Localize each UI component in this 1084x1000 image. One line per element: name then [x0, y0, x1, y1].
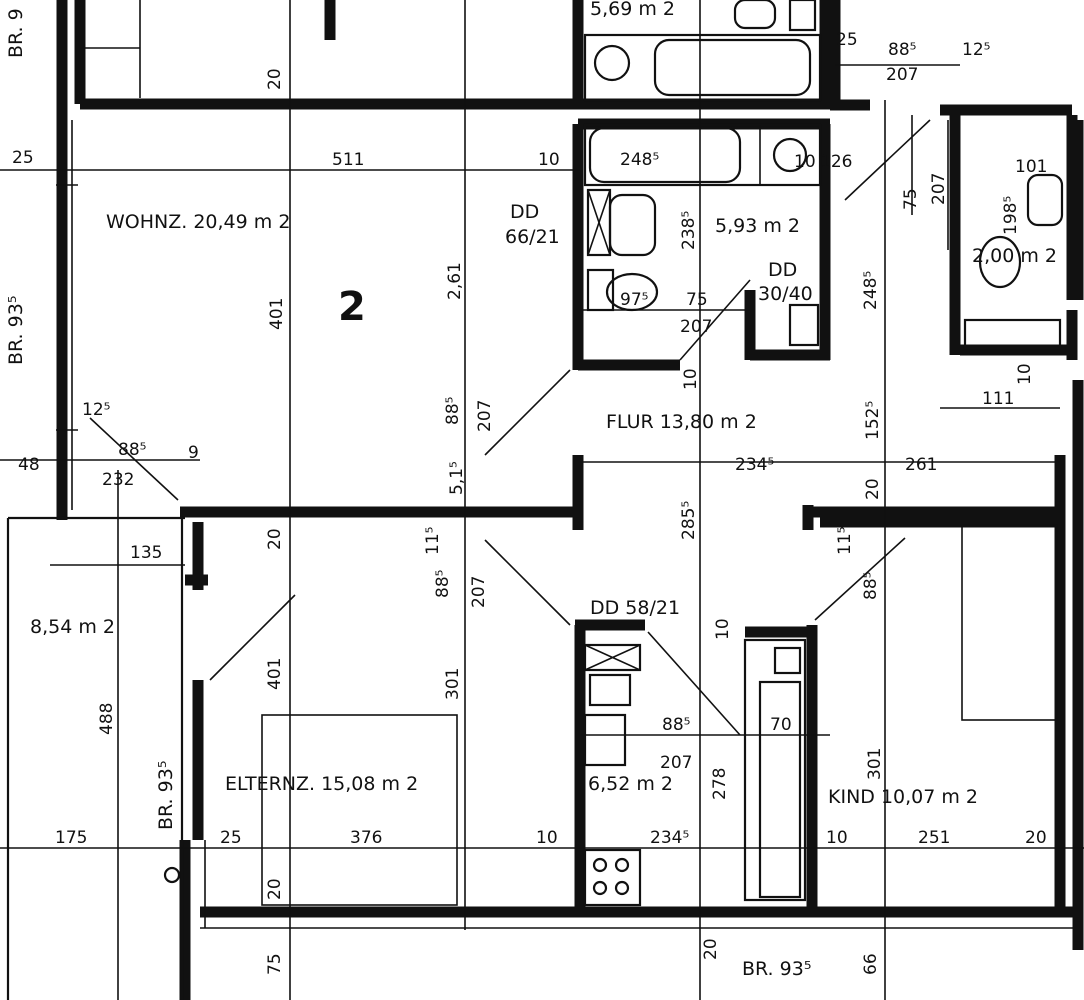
- door-wohnz-label: DD: [510, 201, 539, 223]
- room-kueche-label: 6,52 m 2: [588, 773, 673, 795]
- dim-label: 20: [1025, 828, 1047, 848]
- dim-label: 10: [826, 828, 848, 848]
- dim-label: 248⁵: [620, 150, 659, 170]
- dim-label: 301: [443, 668, 463, 700]
- room-balkon-label: 8,54 m 2: [30, 616, 115, 638]
- dim-label: 261: [905, 455, 937, 475]
- dim-label: 11⁵: [423, 527, 443, 555]
- dim-label: 88⁵: [861, 572, 881, 600]
- room-labels: 2 WOHNZ. 20,49 m 2 FLUR 13,80 m 2 ELTERN…: [30, 0, 1057, 808]
- dim-label: 20: [863, 478, 883, 500]
- dim-label: 10: [538, 150, 560, 170]
- dim-label: 75: [686, 290, 708, 310]
- dim-label: 66: [861, 953, 881, 975]
- dim-label: 10: [1015, 363, 1035, 385]
- dim-label: 401: [265, 658, 285, 690]
- door-kueche-label: DD 58/21: [590, 597, 680, 619]
- room-kind-label: KIND 10,07 m 2: [828, 786, 978, 808]
- dim-label: 88⁵: [662, 715, 690, 735]
- room-bad-label: 5,93 m 2: [715, 215, 800, 237]
- room-elternz-label: ELTERNZ. 15,08 m 2: [225, 773, 418, 795]
- dim-label: 238⁵: [679, 211, 699, 250]
- dim-label: 234⁵: [735, 455, 774, 475]
- dim-label: 207: [929, 173, 949, 205]
- walls: [6, 0, 1084, 1000]
- dim-label: 75: [265, 953, 285, 975]
- dim-label: 10: [681, 368, 701, 390]
- door-bad-size: 30/40: [758, 283, 813, 305]
- dim-label: 135: [130, 543, 162, 563]
- dim-label: 5,1⁵: [447, 461, 467, 495]
- room-bad-right-label: 2,00 m 2: [972, 245, 1057, 267]
- dim-label: 111: [982, 389, 1014, 409]
- unit-number: 2: [338, 284, 366, 330]
- dim-label: 9: [188, 443, 199, 463]
- dim-label: 376: [350, 828, 382, 848]
- dim-label: 25: [220, 828, 242, 848]
- dim-label: 97⁵: [620, 290, 648, 310]
- dim-label: 207: [680, 317, 712, 337]
- dim-label: 70: [770, 715, 792, 735]
- dim-label: 12⁵: [962, 40, 990, 60]
- dim-label: 511: [332, 150, 364, 170]
- br-bottom-label: BR. 93⁵: [742, 958, 811, 980]
- room-flur-label: FLUR 13,80 m 2: [606, 411, 757, 433]
- dim-label: 152⁵: [863, 401, 883, 440]
- dim-label: 278: [710, 768, 730, 800]
- dim-label: 234⁵: [650, 828, 689, 848]
- room-bad-top-label: 5,69 m 2: [590, 0, 675, 20]
- dim-label: 401: [267, 298, 287, 330]
- dim-label: 285⁵: [679, 501, 699, 540]
- dim-label: 10: [536, 828, 558, 848]
- dim-label: 10: [713, 618, 733, 640]
- fixtures: [89, 0, 1064, 907]
- br-labels: BR. 9 BR. 93⁵ BR. 93⁵ BR. 93⁵: [5, 8, 811, 980]
- dim-label: 88⁵: [888, 40, 916, 60]
- dim-label: 20: [265, 878, 285, 900]
- dim-label: 12⁵: [82, 400, 110, 420]
- dim-label: 175: [55, 828, 87, 848]
- dim-label: 488: [97, 703, 117, 735]
- dim-label: 75: [901, 188, 921, 210]
- dim-label: 20: [265, 68, 285, 90]
- dim-label: 20: [701, 938, 721, 960]
- dim-label: 126: [820, 152, 852, 172]
- br-left-label: BR. 93⁵: [5, 296, 27, 365]
- br-top-label: BR. 9: [5, 8, 27, 58]
- dim-label: 251: [918, 828, 950, 848]
- door-wohnz-size: 66/21: [505, 226, 560, 248]
- dim-label: 301: [865, 748, 885, 780]
- dim-label: 20: [265, 528, 285, 550]
- dim-label: 88⁵: [433, 570, 453, 598]
- dim-label: 88⁵: [118, 440, 146, 460]
- dim-label: 88⁵: [443, 397, 463, 425]
- dim-label: 25: [836, 30, 858, 50]
- dim-label: 207: [469, 576, 489, 608]
- door-bad-label: DD: [768, 259, 797, 281]
- dim-label: 232: [102, 470, 134, 490]
- dim-label: 207: [475, 400, 495, 432]
- dim-label: 48: [18, 455, 40, 475]
- room-wohnz-label: WOHNZ. 20,49 m 2: [106, 211, 290, 233]
- dim-label: 2,61: [445, 262, 465, 300]
- dimension-labels: 511 10 248⁵ 10 126 88⁵ 12⁵ 25 207 20 25 …: [12, 30, 1047, 975]
- dim-label: 11⁵: [835, 527, 855, 555]
- dim-label: 248⁵: [861, 271, 881, 310]
- dim-label: 207: [886, 65, 918, 85]
- br-balcony-label: BR. 93⁵: [155, 761, 177, 830]
- dim-label: 207: [660, 753, 692, 773]
- dim-label: 25: [12, 148, 34, 168]
- dim-label: 198⁵: [1001, 196, 1021, 235]
- dim-label: 101: [1015, 157, 1047, 177]
- dim-label: 10: [794, 152, 816, 172]
- door-labels: DD 66/21 DD 30/40 DD 58/21: [505, 201, 813, 619]
